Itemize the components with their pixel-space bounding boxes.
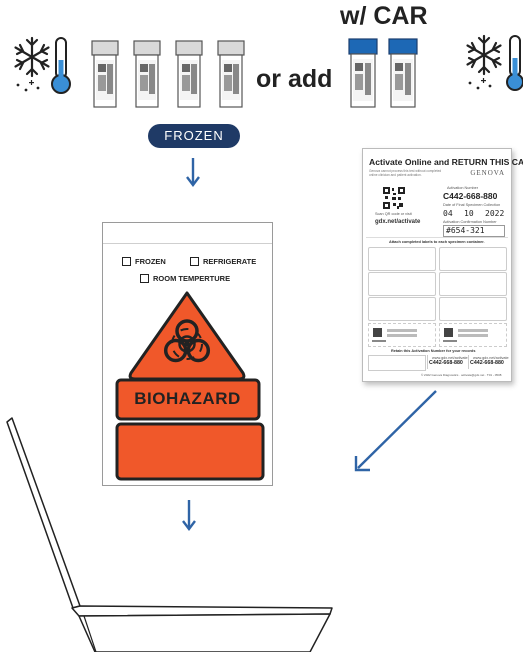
sticker-label <box>439 323 507 347</box>
qr-code-icon <box>383 187 405 209</box>
retain-instruction: Retain this Activation Number for your r… <box>391 349 476 353</box>
test-tube-icon <box>175 40 203 108</box>
biohazard-bag: FROZEN REFRIGERATE ROOM TEMPERTURE BIOHA… <box>102 222 273 486</box>
label-slot <box>368 297 436 321</box>
room-temperature-checkbox: ROOM TEMPERTURE <box>140 274 230 283</box>
room-temperature-option-label: ROOM TEMPERTURE <box>153 274 231 283</box>
date-label: Date of Final Specimen Collection <box>443 203 501 207</box>
blue-cap-tube-icon <box>348 38 378 108</box>
confirmation-number: #654-321 <box>446 226 485 235</box>
stub-number: C442-668-880 <box>429 360 463 366</box>
label-slot <box>439 247 507 271</box>
scan-text: Scan QR code or visit <box>375 212 412 216</box>
sticker-label <box>368 323 436 347</box>
test-tube-icon <box>133 40 161 108</box>
diagonal-arrow-icon <box>350 388 440 478</box>
stub-2: www.gdx.net/activate C442-668-880 <box>470 356 509 366</box>
stub-number: C442-668-880 <box>470 360 504 366</box>
activation-card: Activate Online and RETURN THIS CARD GEN… <box>362 148 523 382</box>
thermometer-icon <box>51 37 71 94</box>
shipping-box-icon <box>0 410 340 652</box>
blue-cap-tube-icon <box>388 38 418 108</box>
retain-box <box>368 355 426 371</box>
card-title: Activate Online and RETURN THIS CARD <box>369 157 523 167</box>
bag-zip-line <box>103 243 272 244</box>
confirmation-label: Activation Confirmation Number <box>443 220 497 224</box>
frozen-pill: FROZEN <box>148 124 240 148</box>
card-subtitle: Genova cannot process this test without … <box>369 169 442 177</box>
snowflake-icon <box>466 34 523 91</box>
label-slot <box>368 247 436 271</box>
attach-instruction: Attach completed labels to each specimen… <box>389 240 485 244</box>
activation-number: C442-668-880 <box>443 191 498 201</box>
frozen-option-label: FROZEN <box>135 257 166 266</box>
or-add-label: or add <box>256 65 333 93</box>
biohazard-label-graphic <box>103 223 272 485</box>
specimen-tubes <box>90 40 250 110</box>
thermometer-icon <box>506 35 523 91</box>
frozen-temperature-icon-right <box>462 28 523 100</box>
stub-1: www.gdx.net/activate C442-668-880 <box>427 355 469 369</box>
label-slot <box>439 297 507 321</box>
date-month: 04 <box>443 209 453 218</box>
biohazard-text: BIOHAZARD <box>134 389 241 408</box>
frozen-temperature-icon <box>10 30 80 100</box>
snowflake-icon <box>14 36 71 94</box>
refrigerate-checkbox: REFRIGERATE <box>190 257 256 266</box>
biohazard-icon <box>163 319 211 363</box>
frozen-checkbox: FROZEN <box>122 257 166 266</box>
confirmation-box <box>443 225 505 237</box>
activation-url: gdx.net/activate <box>375 219 421 225</box>
card-brand-logo: GENOVA <box>470 169 505 177</box>
test-tube-icon <box>217 40 245 108</box>
down-arrow-icon <box>182 500 196 534</box>
card-footer: © 2022 Genova Diagnostics · activate@gdx… <box>421 373 502 377</box>
car-tubes <box>347 38 423 110</box>
label-slot <box>368 272 436 296</box>
date-day: 10 <box>464 209 474 218</box>
refrigerate-option-label: REFRIGERATE <box>203 257 257 266</box>
label-slot <box>439 272 507 296</box>
date-year: 2022 <box>485 209 505 218</box>
activation-number-label: Activation Number <box>447 186 479 190</box>
test-tube-icon <box>91 40 119 108</box>
down-arrow-icon <box>186 158 200 190</box>
with-car-label: w/ CAR <box>340 2 428 30</box>
